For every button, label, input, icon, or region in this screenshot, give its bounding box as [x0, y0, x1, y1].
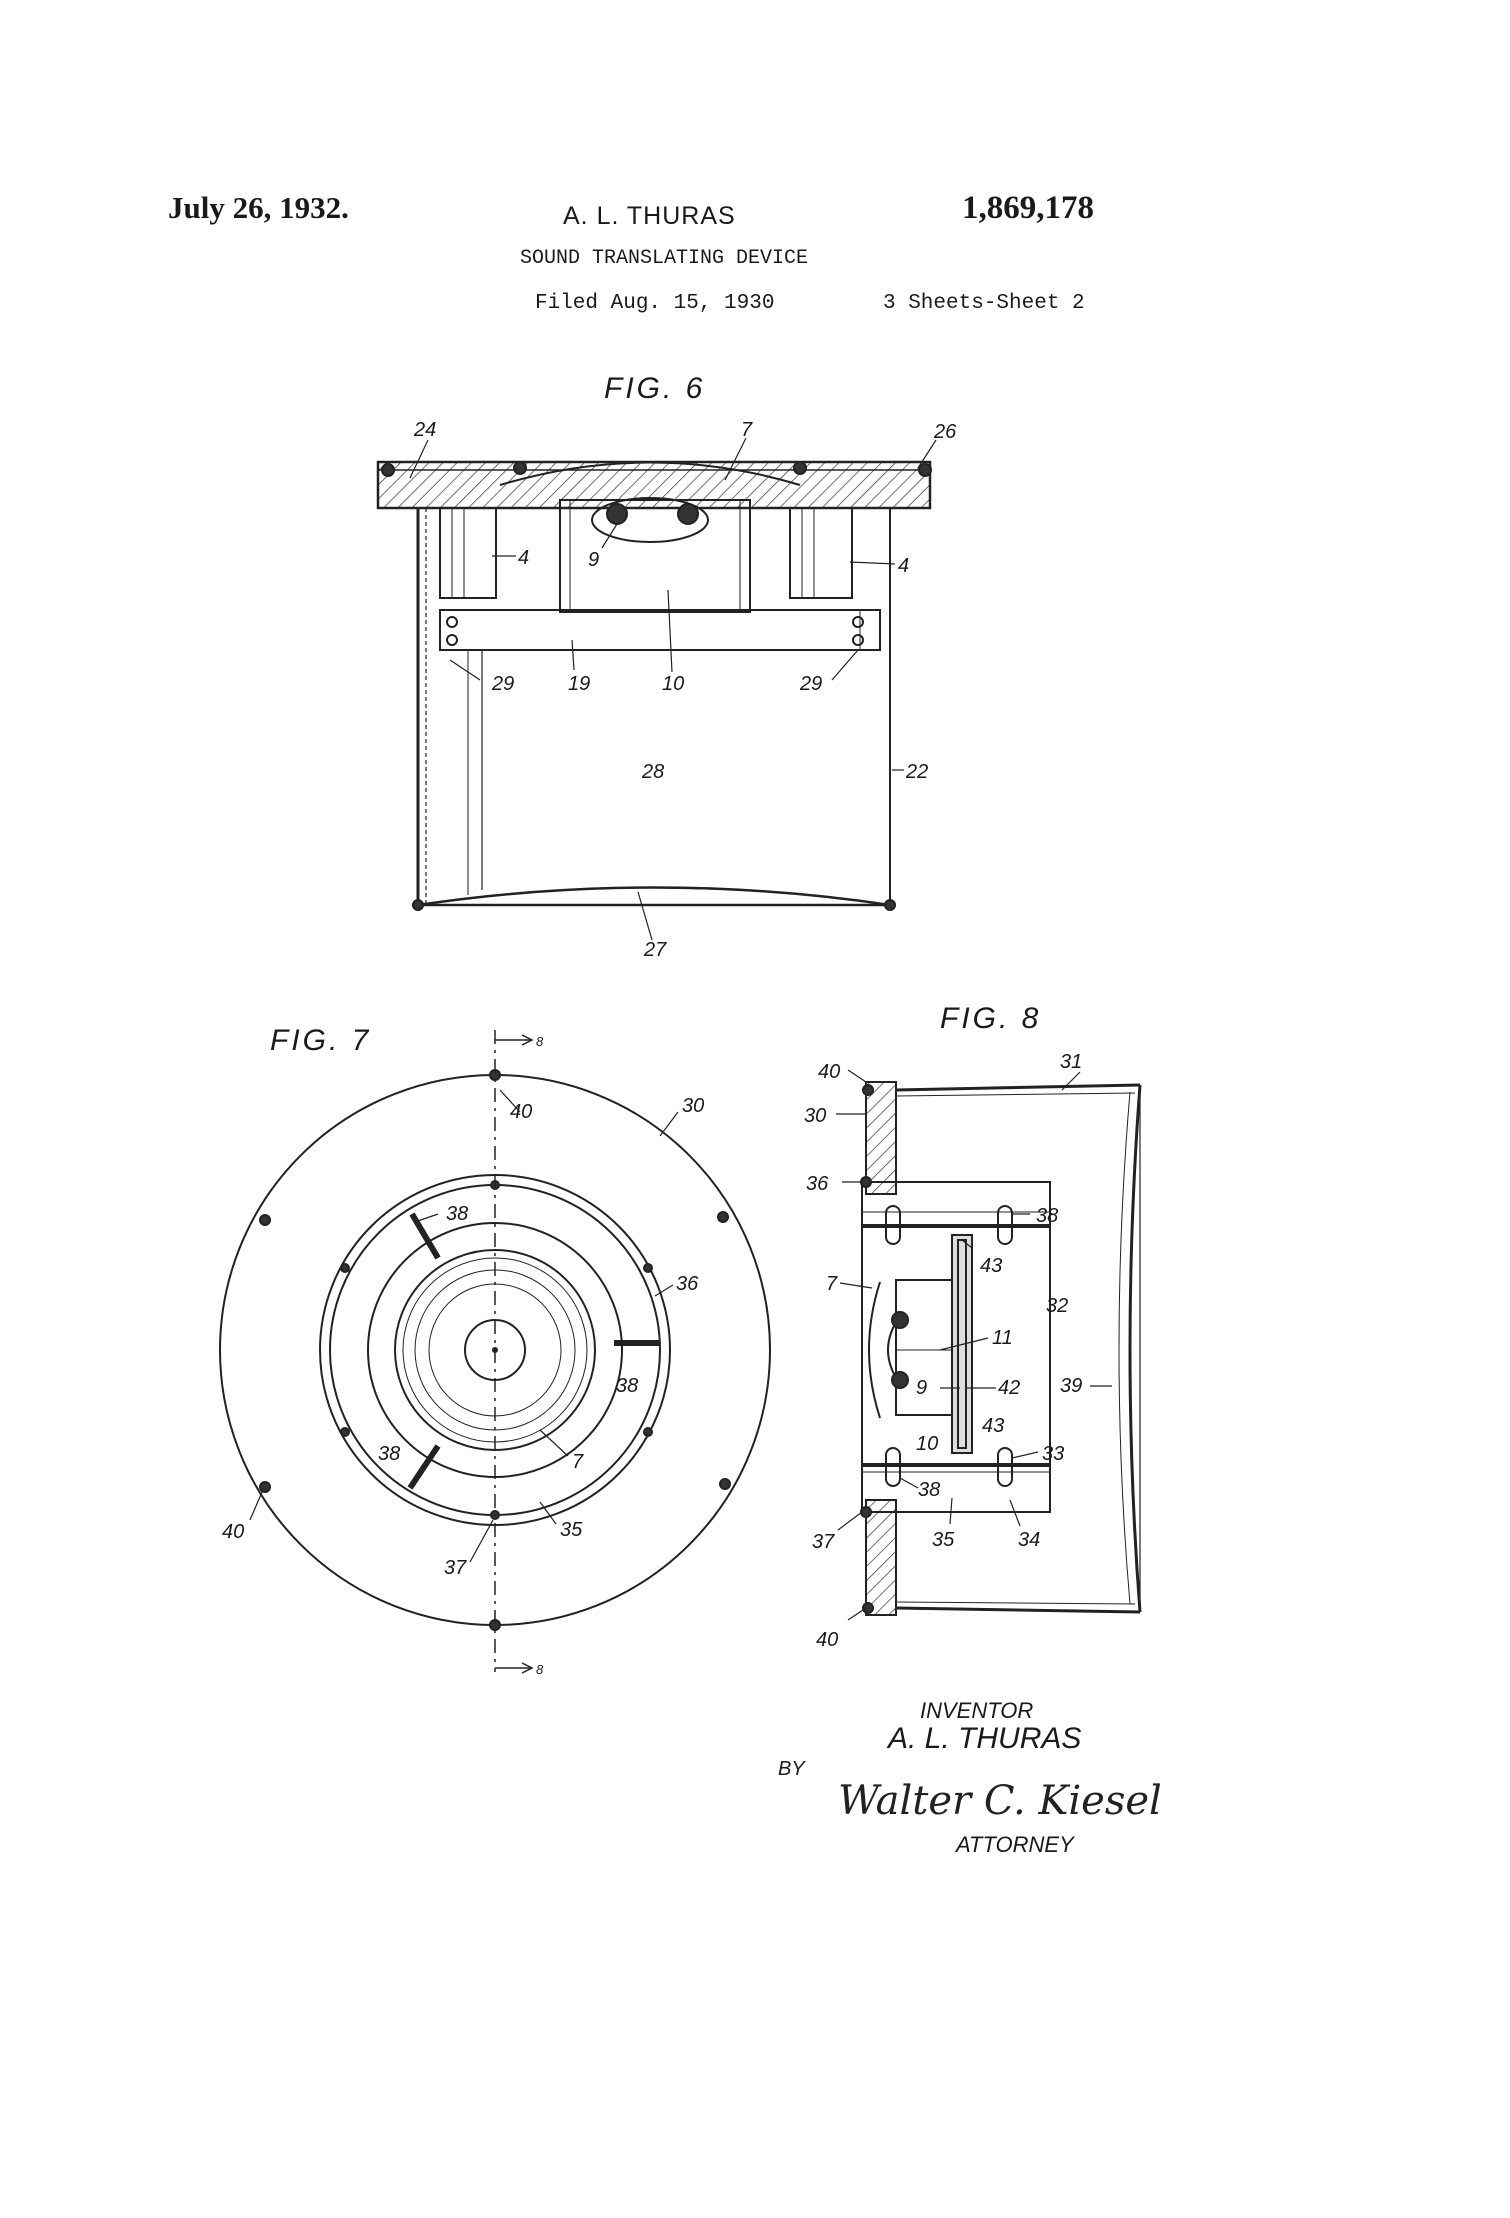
ref-numeral: 9 — [916, 1377, 927, 1399]
ref-numeral: 11 — [992, 1327, 1013, 1349]
fig8-drawing — [836, 1069, 1142, 1621]
ref-numeral: 28 — [641, 761, 664, 783]
fig7-label: FIG. 7 — [270, 1024, 371, 1057]
ref-numeral: 38 — [1036, 1205, 1058, 1227]
ref-numeral: 33 — [1042, 1443, 1064, 1465]
ref-numeral: 4 — [898, 555, 909, 577]
ref-numeral: 35 — [932, 1529, 955, 1551]
ref-numeral: 38 — [446, 1203, 468, 1225]
inventor-name: A. L. THURAS — [888, 1722, 1082, 1755]
ref-numeral: 36 — [676, 1273, 699, 1295]
fig6-reference-numerals: 24 7 26 4 9 4 29 19 10 29 28 22 27 — [413, 419, 957, 961]
ref-numeral: 10 — [916, 1433, 938, 1455]
ref-numeral: 32 — [1046, 1295, 1068, 1317]
ref-numeral: 40 — [510, 1101, 532, 1123]
inventor-caption: INVENTOR — [920, 1698, 1034, 1723]
ref-numeral: 43 — [982, 1415, 1004, 1437]
ref-numeral: 39 — [1060, 1375, 1082, 1397]
ref-numeral: 34 — [1018, 1529, 1040, 1551]
ref-numeral: 27 — [643, 939, 667, 961]
ref-numeral: 42 — [998, 1377, 1020, 1399]
ref-numeral: 31 — [1060, 1051, 1082, 1073]
ref-numeral: 38 — [378, 1443, 400, 1465]
fig6-label: FIG. 6 — [604, 372, 705, 405]
ref-numeral: 30 — [804, 1105, 826, 1127]
ref-numeral: 4 — [518, 547, 529, 569]
ref-numeral: 9 — [588, 549, 599, 571]
ref-numeral: 40 — [818, 1061, 840, 1083]
inventor-name-header: A. L. THURAS — [563, 202, 736, 230]
patent-title: SOUND TRANSLATING DEVICE — [520, 247, 809, 270]
fig7-drawing — [219, 1030, 771, 1674]
ref-numeral: 8 — [536, 1034, 544, 1049]
sheet-count: 3 Sheets-Sheet 2 — [883, 292, 1085, 315]
ref-numeral: 30 — [682, 1095, 704, 1117]
ref-numeral: 10 — [662, 673, 684, 695]
ref-numeral: 38 — [616, 1375, 638, 1397]
by-label: BY — [778, 1758, 805, 1780]
ref-numeral: 22 — [905, 761, 928, 783]
ref-numeral: 24 — [413, 419, 436, 441]
ref-numeral: 29 — [799, 673, 822, 695]
ref-numeral: 38 — [918, 1479, 940, 1501]
fig8-label: FIG. 8 — [940, 1002, 1041, 1035]
ref-numeral: 7 — [741, 419, 753, 441]
fig7-reference-numerals: 8 40 30 38 36 38 38 7 40 35 37 8 — [222, 1034, 704, 1677]
attorney-signature: Walter C. Kiesel — [838, 1778, 1162, 1824]
ref-numeral: 26 — [933, 421, 957, 443]
patent-date: July 26, 1932. — [168, 190, 349, 225]
ref-numeral: 7 — [572, 1451, 584, 1473]
ref-numeral: 37 — [812, 1531, 835, 1553]
ref-numeral: 40 — [222, 1521, 244, 1543]
ref-numeral: 36 — [806, 1173, 829, 1195]
ref-numeral: 35 — [560, 1519, 583, 1541]
fig6-drawing — [376, 437, 937, 941]
ref-numeral: 40 — [816, 1629, 838, 1651]
ref-numeral: 43 — [980, 1255, 1002, 1277]
ref-numeral: 29 — [491, 673, 514, 695]
fig8-reference-numerals: 40 31 30 36 38 43 7 32 11 9 42 39 43 10 … — [804, 1051, 1082, 1651]
ref-numeral: 19 — [568, 673, 590, 695]
ref-numeral: 37 — [444, 1557, 467, 1579]
patent-number: 1,869,178 — [962, 190, 1094, 226]
ref-numeral: 8 — [536, 1662, 544, 1677]
attorney-caption: ATTORNEY — [956, 1832, 1074, 1857]
filed-date: Filed Aug. 15, 1930 — [535, 292, 775, 315]
ref-numeral: 7 — [826, 1273, 838, 1295]
